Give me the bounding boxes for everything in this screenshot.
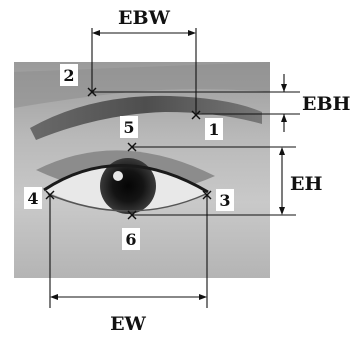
marker-1 xyxy=(191,110,201,120)
marker-4 xyxy=(45,190,55,200)
eye-photo xyxy=(14,62,270,278)
point-4-label: 4 xyxy=(27,189,38,208)
eh-dimension: EH xyxy=(132,146,322,216)
marker-3 xyxy=(202,190,212,200)
ebh-label: EBH xyxy=(302,93,351,115)
ebw-dimension: EBW xyxy=(91,7,197,115)
eh-label: EH xyxy=(290,173,322,195)
landmark-numbers: 2 1 5 6 4 3 xyxy=(24,64,234,250)
marker-5 xyxy=(127,142,137,152)
landmark-markers xyxy=(45,87,212,220)
ebw-label: EBW xyxy=(118,7,171,29)
point-5-label: 5 xyxy=(123,118,134,137)
marker-6 xyxy=(127,210,137,220)
marker-2 xyxy=(87,87,97,97)
ebh-dimension: EBH xyxy=(92,74,351,132)
point-2-label: 2 xyxy=(63,66,74,85)
point-6-label: 6 xyxy=(125,230,136,249)
iris xyxy=(100,158,156,214)
point-1-label: 1 xyxy=(208,120,219,139)
ew-label: EW xyxy=(110,313,146,335)
eyebrow xyxy=(30,95,262,140)
point-3-label: 3 xyxy=(219,191,230,210)
ew-dimension: EW xyxy=(49,195,208,335)
